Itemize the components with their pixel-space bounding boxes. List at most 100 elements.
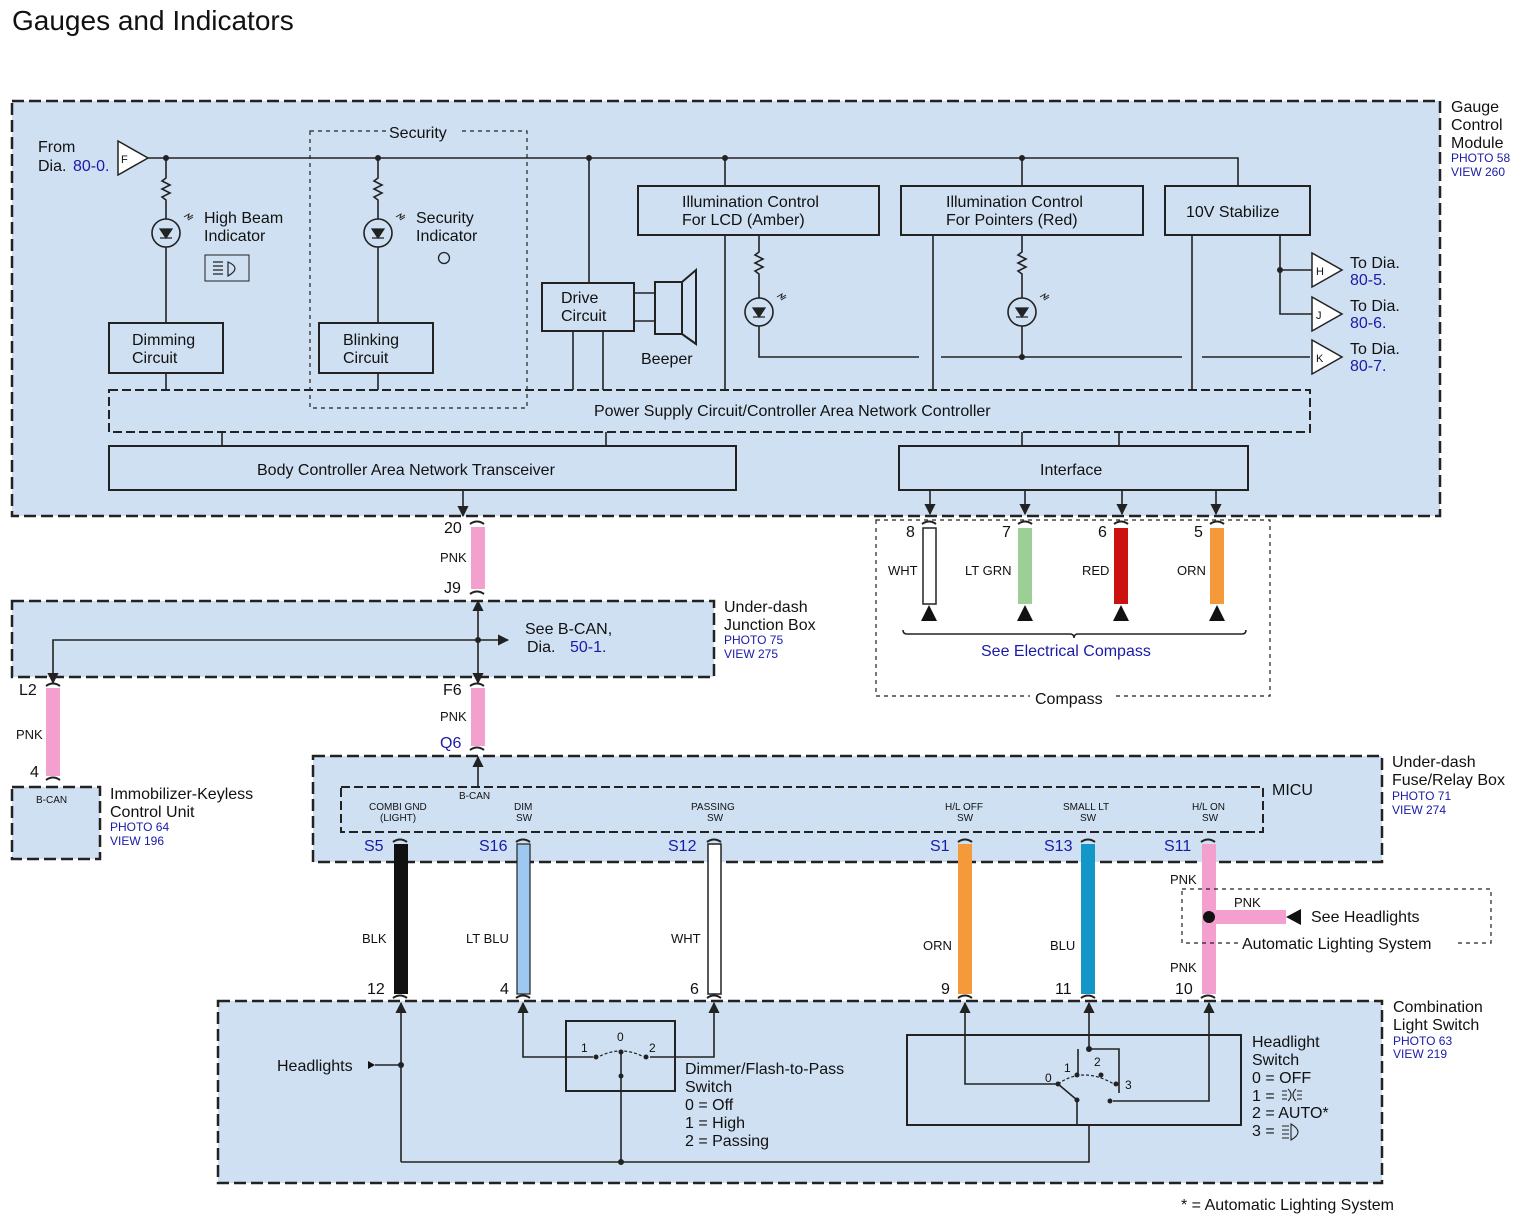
security-boundary: [309, 130, 528, 409]
immob-name-2: Control Unit: [110, 804, 195, 821]
micu-in-2-l2: SW: [516, 813, 533, 824]
l2-wire-group: L2 PNK 4: [16, 682, 61, 781]
bcan-pin-j9: J9: [444, 580, 461, 597]
headlight-switch-box: [906, 1034, 1242, 1126]
pin-s1: S1: [930, 838, 950, 855]
jb-name-1: Under-dash: [724, 599, 808, 616]
compass-boundary: [875, 519, 1271, 697]
drive-circuit: [541, 282, 635, 332]
compass-section: Compass 8 7 6 5 WHT LT GRN RED ORN See E…: [875, 519, 1271, 708]
immobilizer-unit: B-CAN Immobilizer-Keyless Control Unit P…: [10, 785, 253, 861]
small-light-icon: [1282, 1088, 1302, 1102]
wire-color-blu: BLU: [1050, 938, 1075, 953]
drive-label-1: Drive: [561, 290, 598, 307]
pin-s13: S13: [1044, 838, 1073, 855]
beeper-label: Beeper: [641, 351, 693, 368]
splice-point: [1203, 911, 1215, 923]
hl-pos-3: 3: [1125, 1078, 1132, 1092]
pin-s16: S16: [479, 838, 508, 855]
pointer-lamp-icon: [1007, 297, 1037, 327]
dimmer-pos-0: 0: [617, 1030, 624, 1044]
high-beam-label-1: High Beam: [204, 210, 283, 227]
blinking-label-2: Circuit: [343, 350, 389, 367]
compass-link[interactable]: See Electrical Compass: [981, 643, 1151, 660]
wire-blk: [394, 844, 408, 994]
immob-bcan: B-CAN: [36, 795, 67, 806]
pin-4: 4: [500, 981, 509, 998]
auto-lighting-boundary: [1181, 888, 1492, 944]
to-dia-j: To Dia.: [1350, 298, 1400, 315]
high-beam-label-2: Indicator: [204, 228, 266, 245]
micu-in-4-l1: H/L OFF: [945, 802, 983, 813]
high-beam-lamp-icon: [151, 218, 181, 248]
jb-dia-ref[interactable]: 50-1.: [570, 639, 606, 656]
pin-6: 6: [690, 981, 699, 998]
pin-s5: S5: [364, 838, 384, 855]
hl-pos-1: 1: [1064, 1061, 1071, 1075]
connector-j: [1311, 295, 1344, 333]
junction-box: Under-dash Junction Box PHOTO 75 VIEW 27…: [10, 599, 816, 685]
pin-f6: F6: [443, 682, 462, 699]
micu-label: MICU: [1272, 782, 1313, 799]
wire-color-orn: ORN: [923, 938, 952, 953]
wire-color-ltblu: LT BLU: [466, 931, 509, 946]
micu-in-3-l1: PASSING: [691, 802, 735, 813]
connector-h: [1311, 251, 1344, 289]
compass-pin-8: 8: [906, 524, 915, 541]
hl-legend-0: 0 = OFF: [1252, 1070, 1311, 1087]
illum-ptr-label-2: For Pointers (Red): [946, 212, 1078, 229]
auto-color-bottom: PNK: [1170, 960, 1197, 975]
hl-legend-2: 2 = AUTO*: [1252, 1105, 1329, 1122]
auto-color-top: PNK: [1170, 872, 1197, 887]
micu-in-1-l1: COMBI GND: [369, 802, 427, 813]
compass-color-wht: WHT: [888, 563, 918, 578]
dimmer-title-1: Dimmer/Flash-to-Pass: [685, 1061, 844, 1078]
high-beam-symbol-icon: [204, 254, 250, 282]
blinking-label-1: Blinking: [343, 332, 399, 349]
wire-wht-compass: [922, 527, 937, 605]
jb-see-bcan: See B-CAN,: [525, 621, 612, 638]
jb-name-2: Junction Box: [724, 617, 816, 634]
illum-ptr-label-1: Illumination Control: [946, 194, 1083, 211]
wire-ltgrn-compass: [1018, 528, 1032, 604]
jb-dia: Dia.: [527, 639, 555, 656]
f6-wire-group: F6 PNK Q6: [440, 682, 485, 752]
hl-pos-0: 0: [1045, 1071, 1052, 1085]
from-ref[interactable]: 80-0.: [73, 158, 109, 175]
dimming-label-2: Circuit: [132, 350, 178, 367]
gcm-name-2: Control: [1451, 117, 1503, 134]
gcm-name-3: Module: [1451, 135, 1504, 152]
pin-4-immob: 4: [30, 764, 39, 781]
micu-in-2-l1: DIM: [514, 802, 532, 813]
from-label: From: [38, 139, 75, 156]
pin-q6: Q6: [440, 735, 461, 752]
connector-k: [1311, 338, 1344, 376]
cls-view: VIEW 219: [1393, 1047, 1447, 1061]
to-dia-k-ref[interactable]: 80-7.: [1350, 358, 1386, 375]
wire-pnk-f6: [471, 688, 485, 746]
gcm-name-1: Gauge: [1451, 99, 1499, 116]
wire-blu: [1081, 844, 1095, 994]
to-dia-h: To Dia.: [1350, 255, 1400, 272]
to-dia-h-ref[interactable]: 80-5.: [1350, 272, 1386, 289]
to-dia-j-ref[interactable]: 80-6.: [1350, 315, 1386, 332]
connector-j-label: J: [1316, 310, 1322, 322]
see-headlights-link[interactable]: See Headlights: [1311, 909, 1420, 926]
security-lamp-icon: [363, 218, 393, 248]
transceiver-label: Body Controller Area Network Transceiver: [257, 462, 556, 479]
connector-k-label: K: [1316, 353, 1324, 365]
dimmer-pos-1: 1: [581, 1041, 588, 1055]
auto-lighting-label: Automatic Lighting System: [1242, 936, 1431, 953]
security-ind-label-2: Indicator: [416, 228, 478, 245]
dimmer-legend-0: 0 = Off: [685, 1097, 734, 1114]
pin-11: 11: [1055, 981, 1072, 998]
illum-lcd-label-1: Illumination Control: [682, 194, 819, 211]
pin-9: 9: [941, 981, 950, 998]
lower-wires: BLK LT BLU WHT ORN BLU 12 4 6 9 11 10: [362, 838, 1216, 999]
stabilize-block: [1164, 185, 1311, 236]
dimmer-title-2: Switch: [685, 1079, 732, 1096]
hl-pos-2: 2: [1094, 1055, 1101, 1069]
dimming-circuit: [108, 322, 224, 374]
beeper-icon: [654, 267, 697, 346]
illum-lcd-label-2: For LCD (Amber): [682, 212, 805, 229]
